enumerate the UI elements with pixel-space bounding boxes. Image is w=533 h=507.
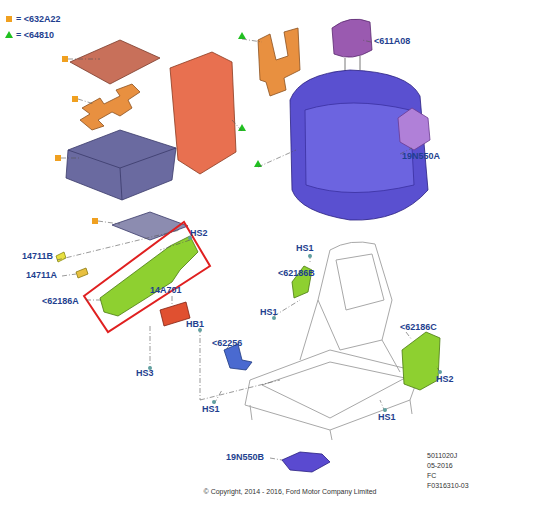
callout-number: HS2	[436, 374, 454, 384]
legend-swatch	[6, 16, 12, 22]
cushion-pad	[70, 40, 160, 84]
leader-lines	[57, 39, 440, 460]
callout-number: <611A08	[374, 36, 410, 46]
seat-frame	[245, 242, 420, 440]
highlight-box	[84, 222, 210, 332]
callout-number: HS1	[202, 404, 220, 414]
legend-text: = <632A22	[16, 14, 61, 24]
knob	[76, 268, 88, 278]
callout-number: <62186A	[42, 296, 79, 306]
lumbar-part	[398, 108, 430, 150]
legend-symbol	[5, 31, 13, 38]
backrest-face	[305, 103, 414, 193]
callout-number: <62186C	[400, 322, 437, 332]
lower-part	[282, 452, 330, 472]
parts	[56, 19, 440, 472]
switch	[160, 302, 190, 326]
note-text: 05-2016	[427, 462, 453, 470]
callout-number: HS1	[260, 307, 278, 317]
callout-number: 14711B	[22, 251, 53, 261]
seat-cushion	[66, 130, 176, 200]
mark-triangle	[238, 32, 246, 39]
headrest-post	[360, 56, 361, 70]
cushion-insert	[80, 84, 140, 130]
backrest-pad	[170, 52, 236, 174]
fastener-dots	[148, 236, 442, 412]
headrest-post	[345, 58, 346, 72]
callout-number: 14711A	[26, 270, 57, 280]
callout-number: 19N550A	[402, 151, 440, 161]
callout-number: HS3	[136, 368, 154, 378]
cushion-plate	[112, 212, 188, 240]
callout-number: <62186B	[278, 268, 315, 278]
callout-number: HS1	[378, 412, 396, 422]
mark-square	[72, 96, 78, 102]
callout-number: 19N550B	[226, 452, 264, 462]
mark-square	[55, 155, 61, 161]
note-text: F0316310-03	[427, 482, 469, 490]
cushion-edge	[68, 148, 176, 200]
trim-cover	[402, 332, 440, 390]
knob	[56, 252, 66, 262]
callout-number: 14A701	[150, 285, 182, 295]
callout-number: HS2	[190, 228, 208, 238]
headrest	[332, 19, 372, 57]
callout-number: HS1	[296, 243, 314, 253]
backrest-insert	[258, 28, 300, 96]
mark-square	[62, 56, 68, 62]
note-text: 5011020J	[427, 452, 457, 460]
callout-number: HB1	[186, 319, 204, 329]
note-text: © Copyright, 2014 - 2016, Ford Motor Com…	[204, 488, 377, 496]
mark-square	[92, 218, 98, 224]
note-text: FC	[427, 472, 436, 480]
callout-number: <62256	[212, 338, 242, 348]
marks	[55, 32, 262, 224]
legend-text: = <64810	[16, 30, 54, 40]
